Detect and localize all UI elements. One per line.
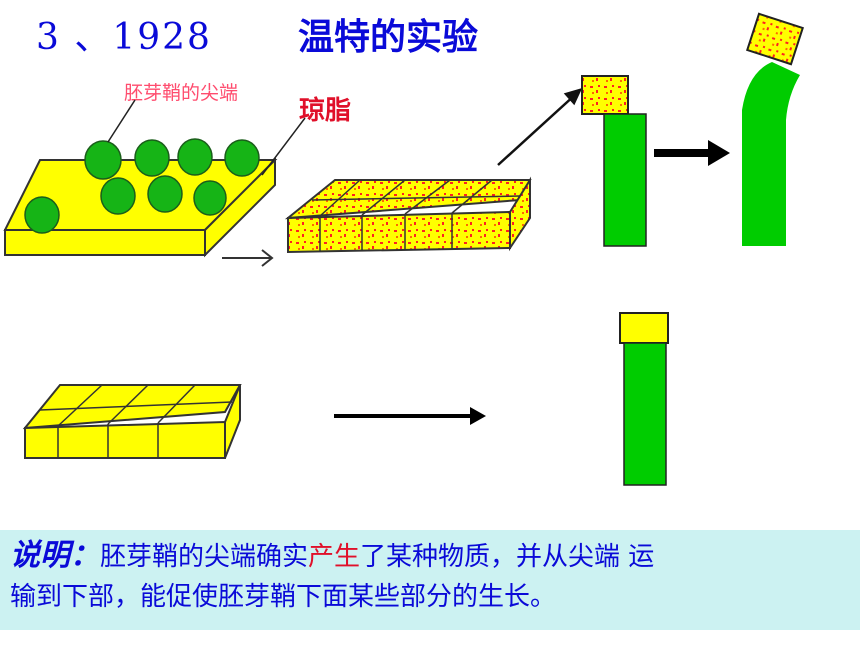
explanation-line2: 输到下部，能促使胚芽鞘下面某些部分的生长。 (10, 582, 557, 612)
experiment-diagram (3, 12, 805, 486)
explanation-part1: 胚芽鞘的尖端确实 (100, 542, 309, 572)
coleoptile-with-treated-block (581, 75, 647, 247)
arrow-to-placed-block (497, 88, 583, 166)
label-agar: 琼脂 (299, 96, 352, 126)
explanation-part2: 了某种物质，并从尖端 运 (360, 542, 655, 572)
slide-title: 3 、1928 温特的实验 (36, 8, 478, 60)
explanation-highlight: 产生 (308, 542, 361, 572)
explanation-text: 说明：胚芽鞘的尖端确实产生了某种物质，并从尖端 运 输到下部，能促使胚芽鞘下面某… (10, 536, 850, 617)
cut-agar-blocks (284, 176, 532, 254)
explanation-panel: 说明：胚芽鞘的尖端确实产生了某种物质，并从尖端 运 输到下部，能促使胚芽鞘下面某… (0, 530, 860, 630)
arrow-to-control (334, 407, 486, 425)
arrow-to-cut-agar (222, 249, 274, 267)
arrow-to-bending (654, 140, 730, 166)
coleoptile-with-plain-block (619, 312, 669, 486)
title-name: 温特的实验 (297, 17, 478, 58)
coleoptile-tips (24, 138, 260, 234)
label-coleoptile-tip: 胚芽鞘的尖端 (124, 82, 239, 104)
agar-plate-with-tips (3, 99, 306, 258)
title-number: 3 、1928 (36, 17, 212, 58)
bending-coleoptile (742, 12, 805, 246)
explanation-heading: 说明： (10, 538, 100, 573)
plain-agar-blocks (22, 384, 242, 459)
